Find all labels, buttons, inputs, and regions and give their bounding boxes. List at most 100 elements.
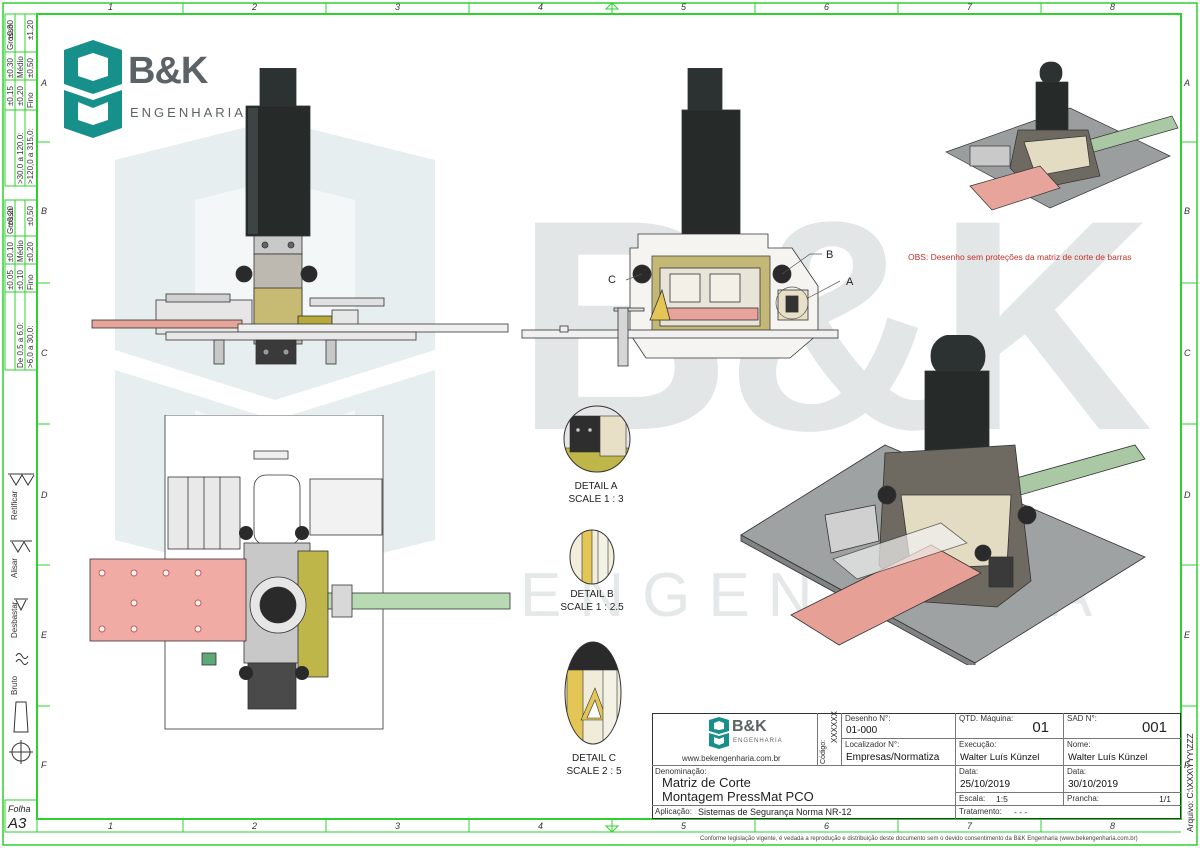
qtd-label: QTD. Máquina: bbox=[959, 714, 1014, 723]
col-label: 4 bbox=[538, 821, 544, 831]
tol-value: ±1,20 bbox=[26, 20, 35, 40]
row-label: D bbox=[1184, 490, 1191, 500]
col-label: 4 bbox=[538, 2, 544, 12]
tol-value: ±0,80 bbox=[6, 20, 15, 40]
tol-header: Fino bbox=[26, 92, 35, 108]
col-label: 8 bbox=[1110, 2, 1116, 12]
iso-view-large bbox=[740, 335, 1146, 665]
tol-value: ±0,10 bbox=[6, 242, 15, 262]
col-label: 8 bbox=[1110, 821, 1116, 831]
col-label: 1 bbox=[108, 2, 114, 12]
col-label: 2 bbox=[252, 2, 258, 12]
col-label: 7 bbox=[967, 2, 973, 12]
prancha-label: Prancha: bbox=[1067, 794, 1100, 803]
finish-label-desbastar: Desbastar bbox=[10, 601, 19, 638]
row-label: C bbox=[41, 348, 48, 358]
col-label: 5 bbox=[681, 2, 687, 12]
detail-b-title: DETAIL B bbox=[570, 589, 614, 600]
detail-c-label: DETAIL C SCALE 2 : 5 bbox=[539, 752, 649, 778]
data2-cell: Data: 30/10/2019 bbox=[1064, 766, 1181, 793]
title-block-tagline: ENGENHARIA bbox=[733, 738, 783, 744]
sad-label: SAD N°: bbox=[1067, 714, 1097, 723]
data1-value: 25/10/2019 bbox=[960, 779, 1011, 790]
detail-b-image bbox=[569, 529, 615, 585]
row-label: D bbox=[41, 490, 48, 500]
tol-value: ±0,20 bbox=[26, 242, 35, 262]
col-label: 1 bbox=[108, 821, 114, 831]
iso-view-small bbox=[945, 61, 1179, 211]
execucao-value: Walter Luís Künzel bbox=[960, 752, 1040, 763]
tol-header: Médio bbox=[16, 56, 25, 78]
tol-value: ±0,20 bbox=[16, 86, 25, 106]
nome-label: Nome: bbox=[1067, 740, 1091, 749]
tratamento-value: - - - bbox=[1014, 807, 1028, 817]
col-label: 3 bbox=[395, 2, 401, 12]
arquivo-value: C:\XXX\YYY\ZZZ bbox=[1185, 733, 1195, 799]
tol-value: ±0,10 bbox=[16, 270, 25, 290]
callout-a: A bbox=[846, 276, 854, 288]
codigo-value: XXXXXX bbox=[830, 710, 839, 743]
tol-value: ±0,05 bbox=[6, 270, 15, 290]
col-label: 5 bbox=[681, 821, 687, 831]
callout-b: B bbox=[826, 249, 834, 261]
data2-value: 30/10/2019 bbox=[1068, 779, 1119, 790]
col-label: 3 bbox=[395, 821, 401, 831]
escala-label: Escala: bbox=[959, 794, 986, 803]
arquivo-label: Arquivo: bbox=[1185, 800, 1195, 832]
tratamento-label: Tratamento: bbox=[959, 807, 1002, 816]
row-label: B bbox=[41, 206, 48, 216]
data1-label: Data: bbox=[959, 767, 979, 776]
title-block-logo-icon bbox=[709, 717, 729, 749]
col-label: 6 bbox=[824, 2, 830, 12]
desenho-value: 01-000 bbox=[846, 725, 878, 736]
arquivo-field: Arquivo: C:\XXX\YYY\ZZZ bbox=[1185, 733, 1195, 832]
top-view-drawing bbox=[89, 415, 511, 730]
desenho-label: Desenho N°: bbox=[845, 714, 891, 723]
col-label: 6 bbox=[824, 821, 830, 831]
row-label: C bbox=[1184, 348, 1191, 358]
nome-value: Walter Luís Künzel bbox=[1068, 752, 1148, 763]
tol-range: >30,0 a 120,0: bbox=[16, 132, 25, 184]
title-block bbox=[652, 713, 1181, 819]
desenho-cell: Desenho N°: 01-000 bbox=[842, 713, 956, 739]
qtd-cell: QTD. Máquina: 01 bbox=[956, 713, 1064, 739]
tol-value: ±0,50 bbox=[26, 58, 35, 78]
detail-c-image bbox=[564, 641, 622, 745]
detail-b-label: DETAIL B SCALE 1 : 2.5 bbox=[537, 588, 647, 614]
qtd-value: 01 bbox=[1032, 719, 1049, 736]
detail-a-label: DETAIL A SCALE 1 : 3 bbox=[541, 480, 651, 506]
tol-value: ±0,50 bbox=[26, 206, 35, 226]
tol-range: De 0,5 a 6,0: bbox=[16, 322, 25, 368]
bk-logo-icon bbox=[64, 40, 122, 138]
folha-label: Folha bbox=[8, 804, 31, 814]
website-text: www.bekengenharia.com.br bbox=[682, 754, 781, 763]
note-text: OBS: Desenho sem proteções da matriz de … bbox=[908, 252, 1132, 262]
nome-cell: Nome: Walter Luís Künzel bbox=[1064, 739, 1181, 766]
title-block-logo-cell: B&K ENGENHARIA www.bekengenharia.com.br bbox=[652, 713, 818, 766]
execucao-cell: Execução: Walter Luís Künzel bbox=[956, 739, 1064, 766]
detail-c-scale: SCALE 2 : 5 bbox=[566, 766, 622, 777]
escala-cell: Escala: 1:5 bbox=[956, 793, 1064, 806]
row-label: F bbox=[1184, 760, 1190, 770]
codigo-label: Código: bbox=[820, 739, 827, 764]
aplicacao-cell: Aplicação: Sistemas de Segurança Norma N… bbox=[652, 806, 956, 819]
tol-value: ±0,15 bbox=[6, 86, 15, 106]
finish-label-retificar: Retificar bbox=[10, 490, 19, 520]
folha-value: A3 bbox=[8, 815, 27, 832]
row-label: A bbox=[41, 78, 48, 88]
detail-a-title: DETAIL A bbox=[574, 481, 618, 492]
escala-value: 1:5 bbox=[996, 794, 1008, 804]
callout-c: C bbox=[608, 274, 616, 286]
row-label: A bbox=[1184, 78, 1191, 88]
finish-label-bruto: Bruto bbox=[10, 675, 19, 695]
localizador-label: Localizador N°: bbox=[845, 740, 900, 749]
finish-symbols bbox=[8, 473, 35, 764]
logo-brand: B&K bbox=[128, 50, 208, 92]
prancha-cell: Prancha: 1/1 bbox=[1064, 793, 1181, 806]
title-block-brand: B&K bbox=[732, 718, 767, 735]
tol-value: ±0,30 bbox=[6, 58, 15, 78]
logo-tagline: ENGENHARIA bbox=[130, 105, 246, 120]
col-label: 7 bbox=[967, 821, 973, 831]
finish-label-alisar: Alisar bbox=[10, 557, 19, 578]
